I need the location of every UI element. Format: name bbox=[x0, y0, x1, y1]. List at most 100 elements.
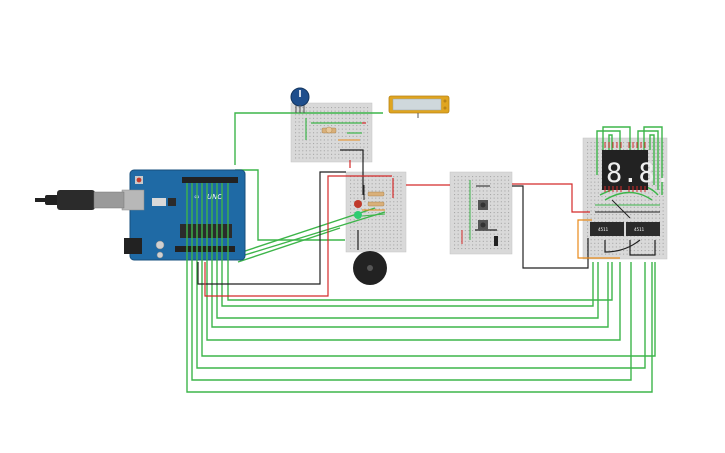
breadboard-hole bbox=[313, 110, 315, 112]
breadboard-hole bbox=[651, 160, 653, 162]
breadboard-hole bbox=[302, 153, 304, 155]
decoder-chip-2[interactable] bbox=[626, 222, 660, 236]
breadboard-hole bbox=[608, 203, 610, 205]
breadboard-hole bbox=[597, 163, 599, 165]
breadboard-hole bbox=[316, 107, 318, 109]
decoder-chip-1[interactable] bbox=[590, 222, 624, 236]
breadboard-hole bbox=[612, 217, 614, 219]
breadboard-hole bbox=[356, 143, 358, 145]
breadboard-hole bbox=[615, 196, 617, 198]
breadboard-hole bbox=[659, 178, 661, 180]
breadboard-hole bbox=[338, 110, 340, 112]
breadboard-hole bbox=[590, 235, 592, 237]
breadboard-hole bbox=[338, 153, 340, 155]
breadboard-hole bbox=[313, 132, 315, 134]
breadboard-hole bbox=[352, 150, 354, 152]
breadboard-hole bbox=[359, 135, 361, 137]
seven-segment-display[interactable] bbox=[602, 150, 648, 190]
breadboard-hole bbox=[472, 190, 474, 192]
breadboard-hole bbox=[396, 179, 398, 181]
breadboard-hole bbox=[475, 201, 477, 203]
breadboard-hole bbox=[504, 237, 506, 239]
breadboard-hole bbox=[605, 235, 607, 237]
breadboard-hole bbox=[359, 157, 361, 159]
breadboard-hole bbox=[378, 212, 380, 214]
breadboard-hole bbox=[597, 188, 599, 190]
breadboard-hole bbox=[457, 179, 459, 181]
breadboard-hole bbox=[371, 222, 373, 224]
breadboard-hole bbox=[352, 110, 354, 112]
buzzer-icon[interactable] bbox=[353, 251, 387, 285]
breadboard-hole bbox=[659, 152, 661, 154]
breadboard-hole bbox=[334, 153, 336, 155]
breadboard-hole bbox=[363, 125, 365, 127]
breadboard-hole bbox=[504, 215, 506, 217]
red-led[interactable] bbox=[354, 200, 362, 208]
breadboard-hole bbox=[651, 181, 653, 183]
breadboard-hole bbox=[323, 135, 325, 137]
breadboard-hole bbox=[389, 204, 391, 206]
breadboard-hole bbox=[619, 235, 621, 237]
breadboard-hole bbox=[659, 235, 661, 237]
breadboard-hole bbox=[309, 157, 311, 159]
breadboard-hole bbox=[400, 215, 402, 217]
breadboard-hole bbox=[655, 163, 657, 165]
breadboard-hole bbox=[590, 156, 592, 158]
breadboard-hole bbox=[508, 233, 510, 235]
breadboard-hole bbox=[331, 117, 333, 119]
breadboard-hole bbox=[386, 215, 388, 217]
breadboard-hole bbox=[587, 174, 589, 176]
breadboard-middle-right[interactable] bbox=[449, 171, 513, 255]
breadboard-hole bbox=[644, 149, 646, 151]
breadboard-hole bbox=[367, 157, 369, 159]
breadboard-hole bbox=[367, 121, 369, 123]
breadboard-hole bbox=[334, 150, 336, 152]
breadboard-hole bbox=[662, 160, 664, 162]
breadboard-hole bbox=[353, 230, 355, 232]
breadboard-hole bbox=[504, 197, 506, 199]
breadboard-hole bbox=[608, 221, 610, 223]
lcd-icon[interactable] bbox=[388, 95, 450, 118]
breadboard-hole bbox=[641, 210, 643, 212]
breadboard-hole bbox=[497, 194, 499, 196]
breadboard-hole bbox=[651, 152, 653, 154]
breadboard-hole bbox=[461, 186, 463, 188]
breadboard-hole bbox=[389, 240, 391, 242]
breadboard-hole bbox=[626, 221, 628, 223]
breadboard-hole bbox=[360, 233, 362, 235]
breadboard-hole bbox=[490, 240, 492, 242]
breadboard-hole bbox=[659, 145, 661, 147]
breadboard-hole bbox=[345, 135, 347, 137]
breadboard-hole bbox=[367, 132, 369, 134]
breadboard-hole bbox=[364, 179, 366, 181]
breadboard-hole bbox=[587, 206, 589, 208]
breadboard-hole bbox=[475, 244, 477, 246]
usb-cable-icon[interactable] bbox=[35, 190, 125, 210]
breadboard-hole bbox=[615, 192, 617, 194]
breadboard-hole bbox=[295, 121, 297, 123]
breadboard-hole bbox=[626, 246, 628, 248]
breadboard-hole bbox=[338, 132, 340, 134]
breadboard-hole bbox=[353, 248, 355, 250]
breadboard-hole bbox=[633, 196, 635, 198]
breadboard-hole bbox=[644, 239, 646, 241]
breadboard-hole bbox=[396, 215, 398, 217]
breadboard-hole bbox=[454, 179, 456, 181]
breadboard-hole bbox=[659, 174, 661, 176]
green-led[interactable] bbox=[354, 211, 362, 219]
breadboard-hole bbox=[633, 217, 635, 219]
potentiometer-icon[interactable] bbox=[290, 87, 310, 113]
breadboard-hole bbox=[615, 142, 617, 144]
breadboard-hole bbox=[659, 206, 661, 208]
breadboard-hole bbox=[630, 221, 632, 223]
breadboard-hole bbox=[331, 150, 333, 152]
breadboard-hole bbox=[648, 239, 650, 241]
breadboard-hole bbox=[659, 192, 661, 194]
breadboard-hole bbox=[313, 125, 315, 127]
breadboard-hole bbox=[316, 146, 318, 148]
breadboard-hole bbox=[393, 215, 395, 217]
arduino-uno[interactable]: ∞ UNO bbox=[121, 169, 246, 261]
breadboard-hole bbox=[295, 146, 297, 148]
breadboard-hole bbox=[360, 186, 362, 188]
breadboard-hole bbox=[662, 239, 664, 241]
